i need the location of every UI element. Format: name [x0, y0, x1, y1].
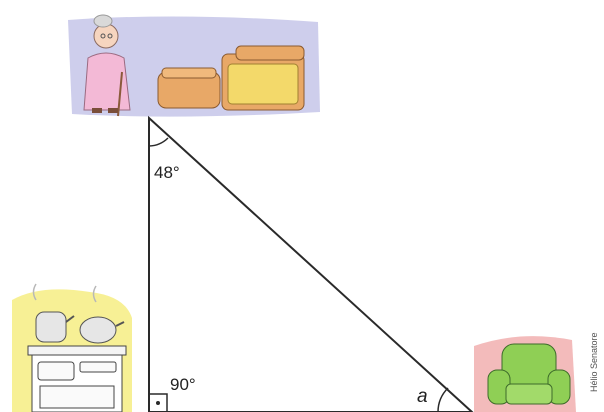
green-armchair	[487, 343, 571, 405]
armchair-scene	[474, 336, 576, 412]
illustrator-credit: Hélio Senatore	[589, 332, 599, 392]
kitchen-scene	[12, 283, 132, 412]
angle-label-right-angle: 90°	[170, 375, 196, 394]
bottom-right-angle-arc	[437, 387, 449, 412]
kettle-right	[79, 316, 125, 344]
right-triangle	[148, 115, 474, 412]
top-angle-arc	[148, 137, 169, 147]
angle-label-a: a	[417, 386, 428, 407]
triangle-outline	[148, 115, 474, 412]
bed-bench	[157, 67, 221, 109]
bed	[221, 45, 305, 111]
grandmother-figure	[83, 14, 131, 117]
stove	[27, 345, 127, 412]
right-angle-marker	[148, 393, 168, 412]
top-scene-bedroom	[68, 14, 320, 117]
kettle-left	[35, 311, 75, 343]
angle-label-top: 48°	[154, 163, 180, 182]
